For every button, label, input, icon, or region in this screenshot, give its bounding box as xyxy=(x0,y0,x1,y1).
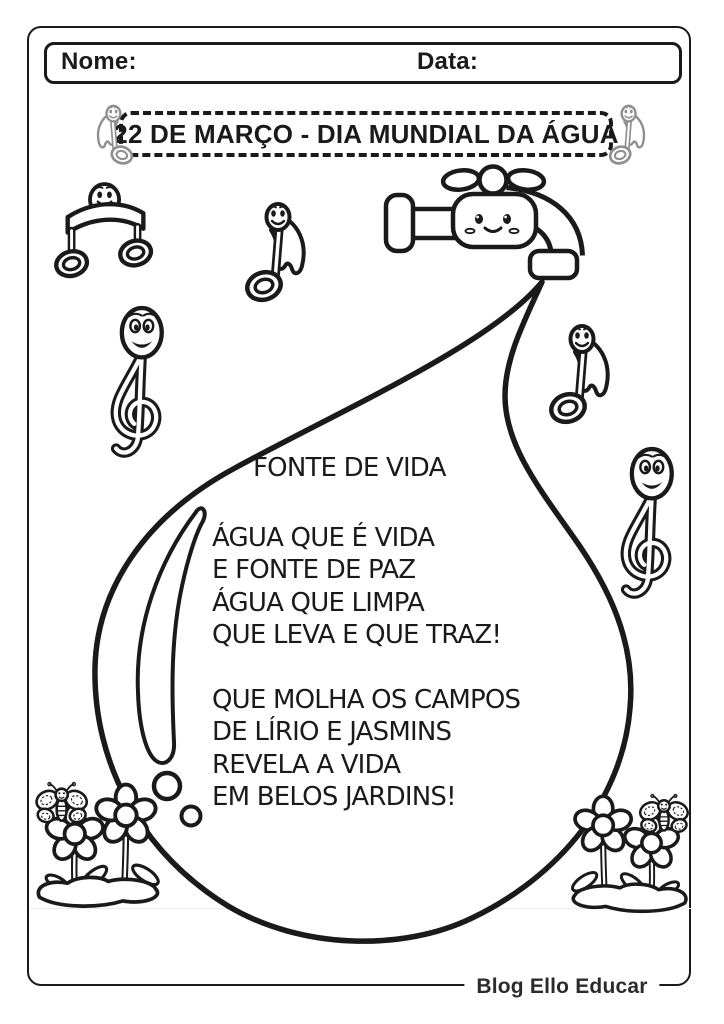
poem-line: ÁGUA QUE LIMPA xyxy=(212,587,425,618)
poem-line: EM BELOS JARDINS! xyxy=(212,782,457,812)
flowers-butterfly-icon-bottom-right xyxy=(570,794,691,911)
flowers-butterfly-icon-bottom-left xyxy=(33,783,161,906)
poem-line: QUE MOLHA OS CAMPOS xyxy=(212,684,521,715)
poem-title: FONTE DE VIDA xyxy=(253,453,446,483)
treble-clef-character-icon-right xyxy=(626,449,672,594)
poem-line: E FONTE DE PAZ xyxy=(212,555,416,585)
name-date-box: Nome: Data: xyxy=(44,42,682,84)
banner-title-text: 22 DE MARÇO - DIA MUNDIAL DA ÁGUA xyxy=(113,118,619,149)
bubble-icon xyxy=(151,770,183,802)
poem: FONTE DE VIDA ÁGUA QUE É VIDA E FONTE DE… xyxy=(212,452,521,814)
poem-line: DE LÍRIO E JASMINS xyxy=(212,717,452,747)
poem-line: REVELA A VIDA xyxy=(212,749,401,780)
eighth-note-character-icon-left xyxy=(244,204,304,304)
date-label: Data: xyxy=(417,48,479,75)
gray-eighth-note-icon-left xyxy=(98,106,134,166)
faucet-face xyxy=(464,214,520,235)
page-border xyxy=(27,26,691,986)
poem-stanza-2: QUE MOLHA OS CAMPOS DE LÍRIO E JASMINS R… xyxy=(212,684,521,814)
faucet-icon xyxy=(383,164,585,281)
poem-line: ÁGUA QUE É VIDA xyxy=(212,522,435,553)
footer-credit: Blog Ello Educar xyxy=(464,975,660,999)
drop-shine-highlight xyxy=(135,506,207,765)
beamed-note-character-icon xyxy=(53,184,153,279)
gray-eighth-note-icon-right xyxy=(608,106,644,166)
water-drop-icon xyxy=(92,279,634,944)
bubble-icon xyxy=(179,804,203,828)
eighth-note-character-icon-right xyxy=(548,326,608,426)
poem-line: QUE LEVA E QUE TRAZ! xyxy=(212,620,502,650)
treble-clef-character-icon-left xyxy=(116,308,162,453)
poem-stanza-1: ÁGUA QUE É VIDA E FONTE DE PAZ ÁGUA QUE … xyxy=(212,522,520,652)
name-label: Nome: xyxy=(61,48,137,75)
title-banner: 22 DE MARÇO - DIA MUNDIAL DA ÁGUA xyxy=(113,111,619,157)
